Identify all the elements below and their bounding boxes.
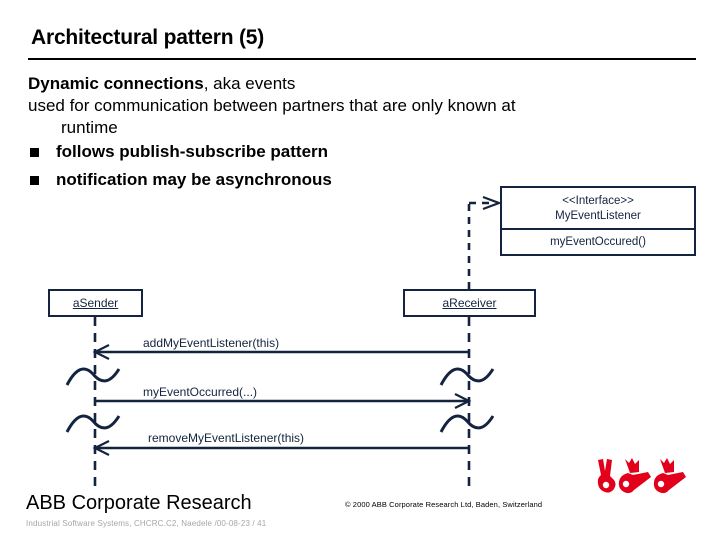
footer-copyright: © 2000 ABB Corporate Research Ltd, Baden…	[345, 500, 543, 509]
page-title: Architectural pattern (5)	[31, 26, 265, 49]
abb-logo-glyph-2	[618, 458, 651, 494]
time-break-marker-sender-1	[65, 414, 121, 433]
time-break-marker-receiver-1	[439, 414, 495, 433]
lead-bold: Dynamic connections	[28, 74, 204, 93]
abb-logo	[597, 458, 686, 494]
time-break-marker-receiver-0	[439, 367, 495, 386]
lifeline-box-receiver: aReceiver	[403, 289, 536, 317]
lifeline-label-receiver: aReceiver	[442, 296, 497, 310]
abb-logo-glyph-1	[597, 459, 616, 493]
square-bullet-icon	[28, 170, 56, 195]
interface-operations: myEventOccured()	[550, 236, 646, 248]
body-paragraph-line: used for communication between partners …	[28, 96, 516, 115]
time-break-marker-sender-0	[65, 367, 121, 386]
interface-name: MyEventListener	[555, 209, 641, 222]
square-bullet-icon	[28, 142, 56, 167]
interface-header: <<Interface>> MyEventListener	[502, 188, 694, 230]
lead-line: Dynamic connections, aka events	[28, 72, 688, 95]
message-label-1: myEventOccurred(...)	[143, 385, 258, 399]
interface-class-box: <<Interface>> MyEventListener myEventOcc…	[500, 186, 696, 256]
footer-brand: ABB Corporate Research	[26, 492, 252, 514]
bullet-item-0: follows publish-subscribe pattern	[28, 139, 688, 167]
body-paragraph-indent: runtime	[61, 118, 118, 137]
title-divider	[28, 58, 696, 60]
interface-stereotype: <<Interface>>	[562, 195, 634, 207]
bullet-item-1: notification may be asynchronous	[28, 167, 688, 195]
lead-rest: , aka events	[203, 74, 296, 93]
bullet-item-1-label: notification may be asynchronous	[56, 170, 332, 189]
message-label-0: addMyEventListener(this)	[143, 336, 280, 350]
message-arrowhead-1	[454, 393, 472, 409]
lifeline-label-sender: aSender	[72, 296, 119, 310]
lifeline-box-sender: aSender	[48, 289, 143, 317]
realization-connector	[467, 201, 492, 289]
body-text-block: Dynamic connections, aka events used for…	[28, 72, 688, 195]
message-label-2: removeMyEventListener(this)	[148, 431, 305, 445]
message-arrowhead-2	[92, 440, 110, 456]
message-arrowhead-0	[92, 344, 110, 360]
abb-logo-glyph-3	[653, 458, 686, 494]
body-paragraph: used for communication between partners …	[28, 95, 678, 139]
realization-arrowhead	[482, 195, 503, 211]
footer-subtitle: Industrial Software Systems, CHCRC.C2, N…	[26, 519, 267, 528]
bullet-item-0-label: follows publish-subscribe pattern	[56, 142, 329, 161]
